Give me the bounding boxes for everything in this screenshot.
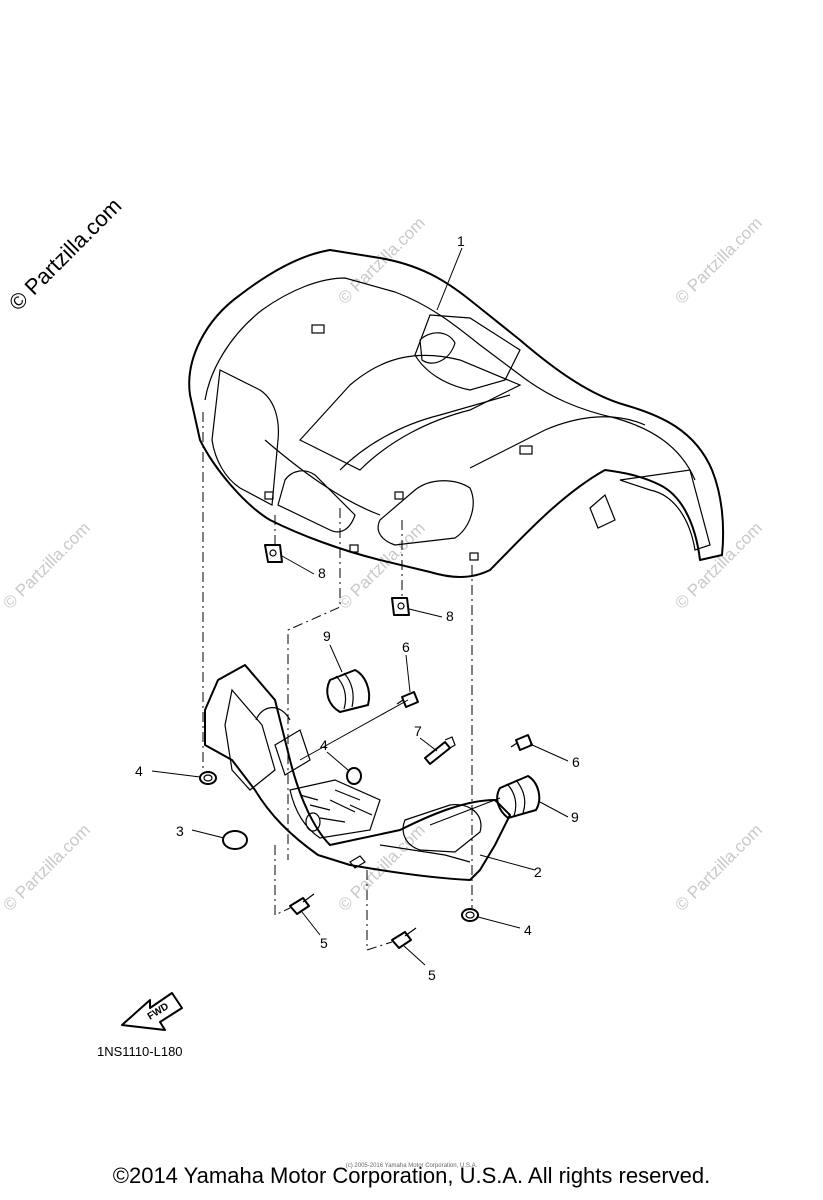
callout-8-right: 8 bbox=[446, 608, 454, 624]
watermark-text: © Partzilla.com bbox=[334, 213, 428, 307]
watermark-text: © Partzilla.com bbox=[671, 213, 765, 307]
bellows-9 bbox=[326, 669, 541, 819]
callout-8-left: 8 bbox=[318, 565, 326, 581]
callout-3: 3 bbox=[176, 823, 184, 839]
watermark-grid: © Partzilla.com © Partzilla.com © Partzi… bbox=[0, 213, 766, 914]
callout-9-top: 9 bbox=[323, 628, 331, 644]
callout-1: 1 bbox=[457, 233, 465, 249]
callout-4-center: 4 bbox=[320, 737, 328, 753]
bolts-5 bbox=[289, 893, 417, 949]
callout-7: 7 bbox=[414, 723, 422, 739]
small-notice: (c) 2005-2016 Yamaha Motor Corporation, … bbox=[345, 1163, 478, 1169]
watermark-text: © Partzilla.com bbox=[671, 820, 765, 914]
grommets bbox=[199, 767, 479, 922]
callout-4-left: 4 bbox=[135, 763, 143, 779]
callout-5-right: 5 bbox=[428, 967, 436, 983]
callout-6-top: 6 bbox=[402, 639, 410, 655]
callout-4-right: 4 bbox=[524, 922, 532, 938]
diagram-code: 1NS1110-L180 bbox=[97, 1044, 183, 1059]
forward-arrow-icon: FWD bbox=[121, 992, 183, 1031]
leader-lines bbox=[151, 247, 569, 966]
callout-9-right: 9 bbox=[571, 809, 579, 825]
watermark-text: © Partzilla.com bbox=[334, 518, 428, 612]
watermark-main-text: © Partzilla.com bbox=[4, 193, 127, 316]
lower-panel bbox=[204, 664, 511, 881]
part-cap bbox=[222, 830, 248, 850]
copyright-notice: ©2014 Yamaha Motor Corporation, U.S.A. A… bbox=[112, 1163, 711, 1188]
front-fender bbox=[188, 249, 725, 578]
watermark-main: © Partzilla.com bbox=[4, 193, 127, 316]
alignment-lines bbox=[202, 412, 473, 951]
callout-numbers: 1 2 3 4 4 4 5 5 6 6 7 8 8 9 9 bbox=[135, 233, 580, 983]
screws-6 bbox=[396, 691, 533, 751]
pin-7 bbox=[424, 736, 456, 765]
watermark-text: © Partzilla.com bbox=[671, 518, 765, 612]
watermark-text: © Partzilla.com bbox=[0, 518, 94, 612]
callout-6-right: 6 bbox=[572, 754, 580, 770]
watermark-text: © Partzilla.com bbox=[0, 820, 94, 914]
callout-2: 2 bbox=[534, 864, 542, 880]
callout-5-left: 5 bbox=[320, 935, 328, 951]
